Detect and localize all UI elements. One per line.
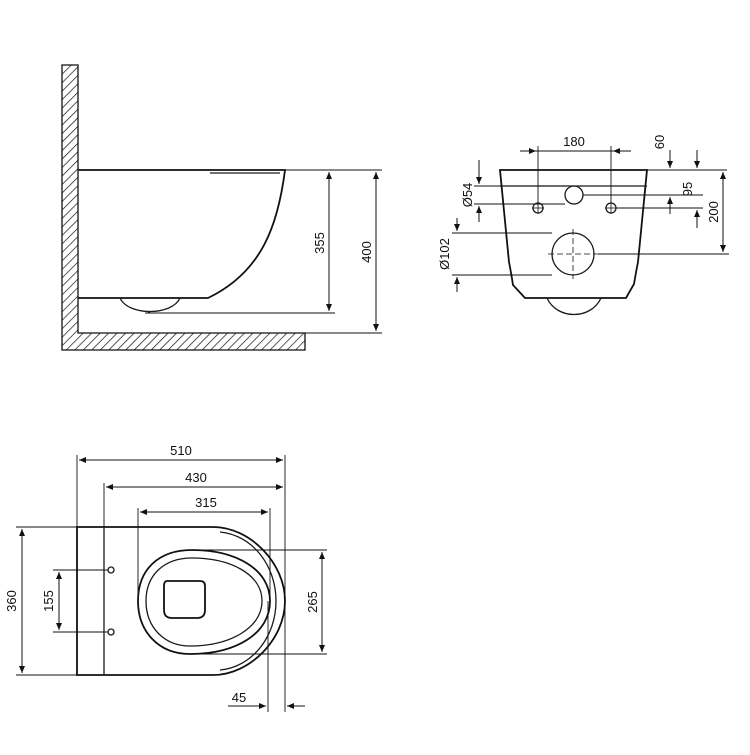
top-view: 510 430 315 360 155 265 45 (4, 443, 327, 712)
side-dimensions (145, 169, 382, 334)
seat-and-bowl (137, 549, 271, 655)
dim-label-155: 155 (41, 590, 56, 612)
water-inlet (564, 185, 584, 205)
front-view: 180 60 95 200 Ø54 Ø102 (437, 134, 729, 316)
fixing-holes (532, 202, 617, 214)
side-toilet-body (78, 169, 287, 313)
dim-label-430: 430 (185, 470, 207, 485)
dim-label-510: 510 (170, 443, 192, 458)
dim-label-265: 265 (305, 591, 320, 613)
dim-label-60: 60 (652, 135, 667, 149)
top-fixing-holes (107, 566, 115, 636)
dim-label-180: 180 (563, 134, 585, 149)
dim-label-d54: Ø54 (460, 183, 475, 208)
dim-label-45: 45 (232, 690, 246, 705)
side-view: 355 400 (61, 64, 382, 351)
dim-label-360: 360 (4, 590, 19, 612)
front-dimensions (452, 146, 729, 292)
dim-label-200: 200 (706, 201, 721, 223)
dim-label-95: 95 (680, 182, 695, 196)
wall-floor-hatch (61, 64, 306, 351)
dim-label-315: 315 (195, 495, 217, 510)
waste-outlet (548, 229, 598, 279)
front-toilet-body (499, 169, 648, 316)
dim-label-355: 355 (312, 232, 327, 254)
dim-label-400: 400 (359, 241, 374, 263)
top-dimensions (16, 455, 327, 712)
dim-label-d102: Ø102 (437, 238, 452, 270)
